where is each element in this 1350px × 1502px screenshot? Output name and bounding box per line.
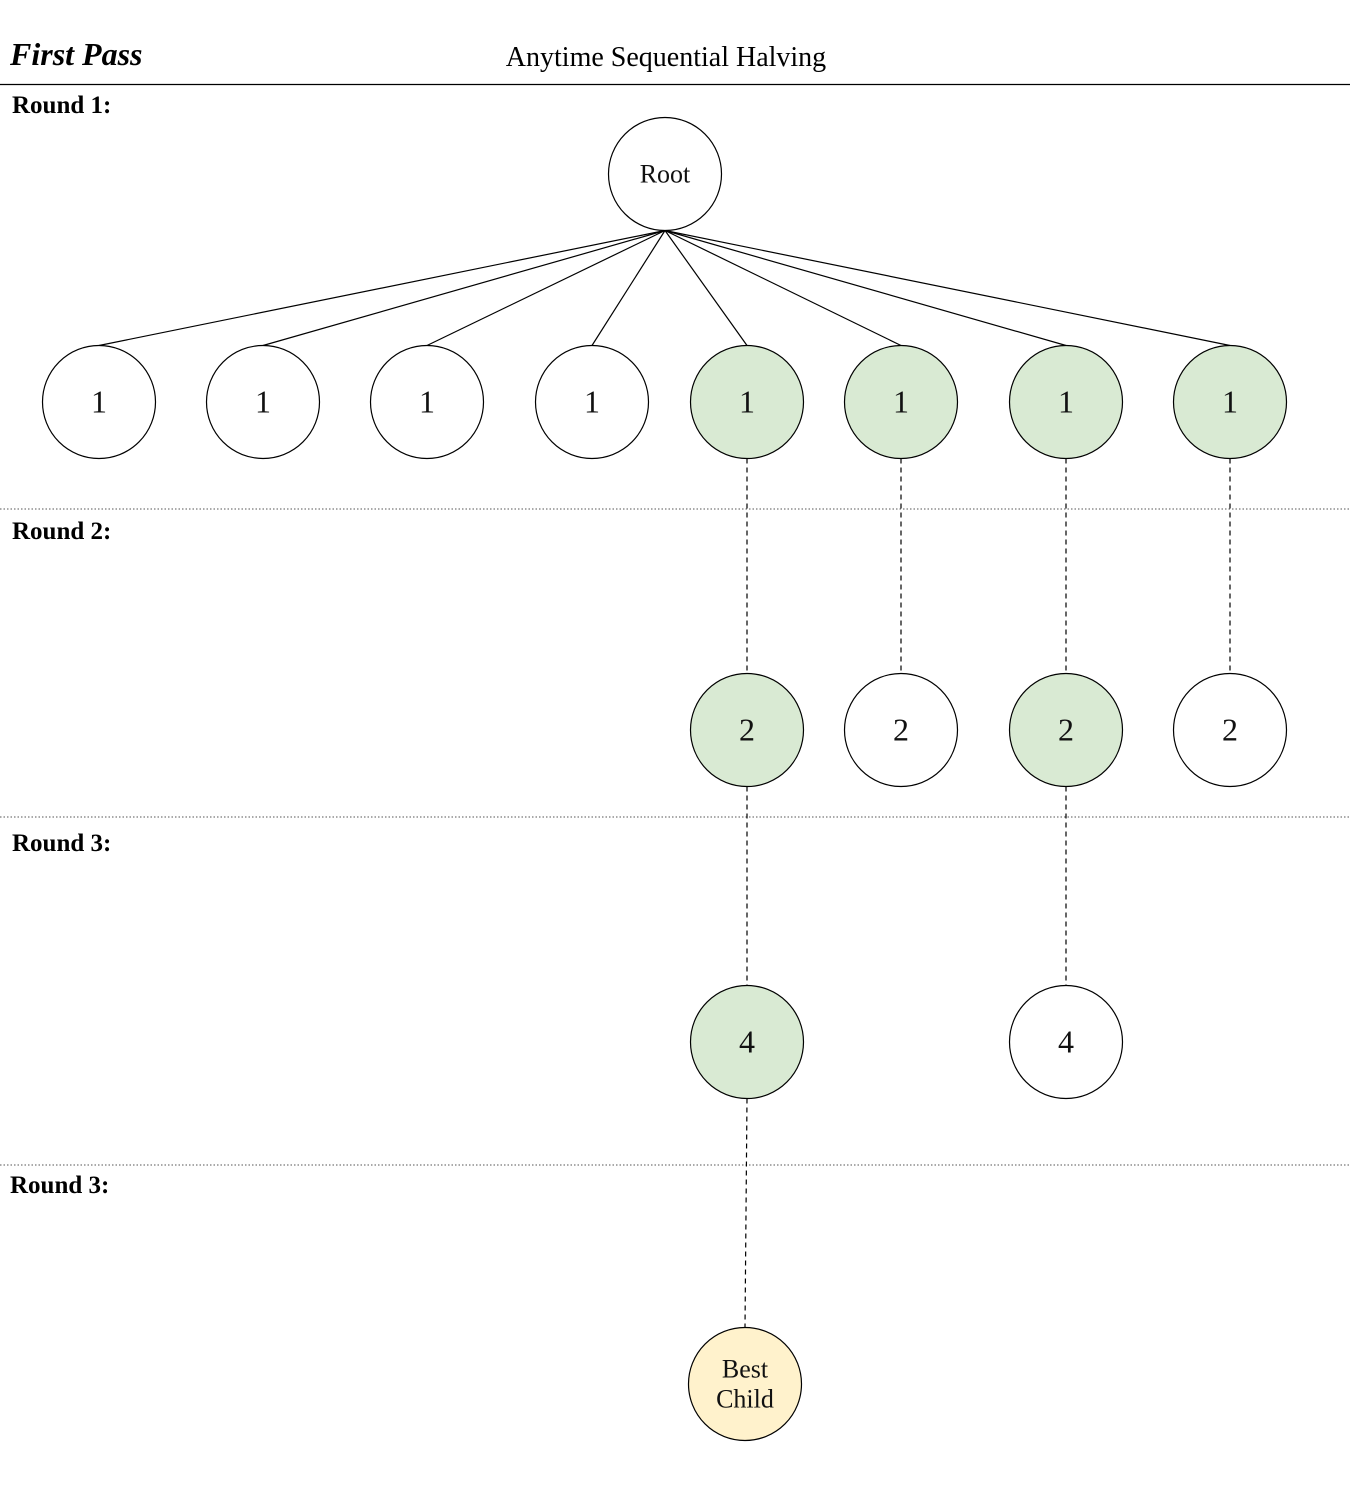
tree-edge	[98, 229, 666, 347]
round-2-label: Round 2:	[12, 518, 112, 545]
round1-node-circle	[41, 344, 157, 460]
round1-node-circle	[843, 344, 959, 460]
root-node-label: Root	[640, 160, 691, 189]
round1-node-circle	[205, 344, 321, 460]
round1-node-label: 1	[739, 384, 755, 420]
round1-node: 1	[369, 344, 485, 460]
tree-edge	[591, 230, 666, 346]
tree-edge	[664, 230, 748, 346]
tree-edge-dashed	[744, 1098, 748, 1328]
round1-node-circle	[689, 344, 805, 460]
round2-node-circle	[1008, 672, 1124, 788]
round2-node-label: 2	[1222, 712, 1238, 748]
round2-node: 2	[689, 672, 805, 788]
round1-node: 1	[534, 344, 650, 460]
diagram-title: Anytime Sequential Halving	[505, 42, 827, 73]
round1-node: 1	[1172, 344, 1288, 460]
round2-node-circle	[843, 672, 959, 788]
round1-node-label: 1	[893, 384, 909, 420]
round1-node: 1	[843, 344, 959, 460]
round1-node: 1	[41, 344, 157, 460]
round1-node-circle	[1172, 344, 1288, 460]
round-3-label: Round 3:	[12, 830, 112, 857]
round1-node-circle	[1008, 344, 1124, 460]
best-child-node-label: Child	[716, 1385, 774, 1414]
round1-node: 1	[689, 344, 805, 460]
tree-edge	[426, 229, 666, 347]
round1-node-circle	[534, 344, 650, 460]
root-node: Root	[607, 116, 723, 232]
round3-node: 4	[1008, 984, 1124, 1100]
round2-node-label: 2	[893, 712, 909, 748]
round1-node-label: 1	[1058, 384, 1074, 420]
round2-node: 2	[1172, 672, 1288, 788]
pass-title: First Pass	[10, 36, 143, 72]
round1-node: 1	[1008, 344, 1124, 460]
round1-node-label: 1	[255, 384, 271, 420]
round-4-label: Round 3:	[10, 1172, 110, 1199]
round1-node-label: 1	[419, 384, 435, 420]
tree-edge	[664, 229, 1067, 347]
round1-node-label: 1	[1222, 384, 1238, 420]
root-node-circle	[607, 116, 723, 232]
round1-node-label: 1	[91, 384, 107, 420]
tree-edge	[664, 229, 902, 347]
round3-node-label: 4	[739, 1024, 755, 1060]
round2-node-circle	[1172, 672, 1288, 788]
tree-edge	[262, 229, 666, 347]
round3-node-circle	[1008, 984, 1124, 1100]
tree-edge	[664, 229, 1231, 347]
round2-node-label: 2	[1058, 712, 1074, 748]
best-child-node-label: Best	[722, 1355, 769, 1384]
round3-node: 4	[689, 984, 805, 1100]
round1-node-circle	[369, 344, 485, 460]
round1-node-label: 1	[584, 384, 600, 420]
round1-node: 1	[205, 344, 321, 460]
best-child-node-circle	[687, 1326, 803, 1442]
round3-node-label: 4	[1058, 1024, 1074, 1060]
round3-node-circle	[689, 984, 805, 1100]
round2-node: 2	[1008, 672, 1124, 788]
round-1-label: Round 1:	[12, 92, 112, 119]
round2-node-circle	[689, 672, 805, 788]
round2-node: 2	[843, 672, 959, 788]
round2-node-label: 2	[739, 712, 755, 748]
